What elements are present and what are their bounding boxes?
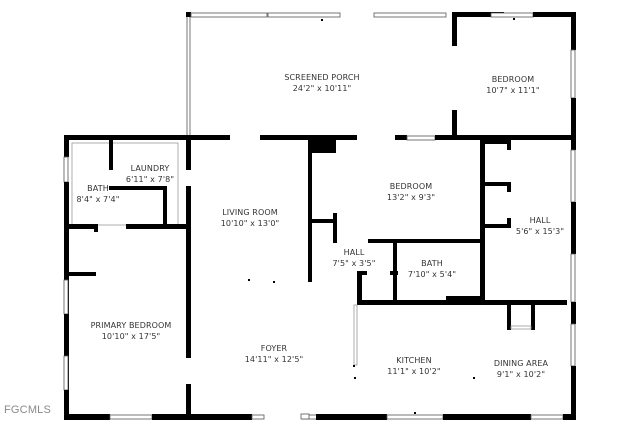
room-name: BEDROOM: [389, 182, 433, 191]
measure-dots: [248, 18, 515, 414]
room-name: SCREENED PORCH: [284, 73, 360, 82]
room-living-room: LIVING ROOM 10'10" x 13'0": [221, 207, 280, 229]
room-bedroom-c: BEDROOM 13'2" x 9'3": [387, 181, 435, 203]
room-dining-area: DINING AREA 9'1" x 10'2": [494, 358, 548, 380]
room-screened-porch: SCREENED PORCH 24'2" x 10'11": [284, 72, 359, 94]
primary-bedroom-walls: [63, 228, 322, 420]
room-hall-c: HALL 7'5" x 3'5": [332, 247, 375, 269]
watermark: FGCMLS: [4, 404, 52, 416]
room-name: KITCHEN: [396, 356, 432, 365]
east-hall-walls: [481, 140, 535, 330]
room-name: HALL: [343, 248, 365, 257]
room-hall-e: HALL 5'6" x 15'3": [516, 215, 564, 237]
room-name: BATH: [421, 259, 443, 268]
room-dimensions: 13'2" x 9'3": [386, 193, 436, 202]
room-dimensions: 7'10" x 5'4": [407, 270, 457, 279]
room-dimensions: 10'7" x 11'1": [486, 86, 540, 95]
south-wall: [300, 413, 576, 420]
center-core-walls: [308, 140, 567, 366]
room-bath-w: BATH 8'4" x 7'4": [76, 183, 119, 205]
room-dimensions: 10'10" x 13'0": [220, 219, 280, 228]
room-foyer: FOYER 14'11" x 12'5": [245, 343, 304, 365]
room-dimensions: 6'11" x 7'8": [125, 175, 175, 184]
room-primary-bedroom: PRIMARY BEDROOM 10'10" x 17'5": [91, 320, 172, 342]
room-name: DINING AREA: [493, 359, 549, 368]
room-dimensions: 8'4" x 7'4": [76, 195, 120, 204]
room-name: LAUNDRY: [130, 164, 170, 173]
room-name: LIVING ROOM: [222, 208, 278, 217]
room-kitchen: KITCHEN 11'1" x 10'2": [387, 355, 440, 377]
bedroom-ne-walls: [452, 12, 576, 420]
room-dimensions: 9'1" x 10'2": [496, 370, 546, 379]
room-dimensions: 7'5" x 3'5": [332, 259, 376, 268]
room-name: HALL: [529, 216, 551, 225]
room-name: BEDROOM: [491, 75, 535, 84]
room-dimensions: 11'1" x 10'2": [387, 367, 441, 376]
room-dimensions: 5'6" x 15'3": [515, 227, 565, 236]
room-bath-c: BATH 7'10" x 5'4": [408, 258, 456, 280]
room-dimensions: 10'10" x 17'5": [101, 332, 161, 341]
room-laundry: LAUNDRY 6'11" x 7'8": [126, 163, 174, 185]
room-name: BATH: [87, 184, 109, 193]
room-name: PRIMARY BEDROOM: [90, 321, 172, 330]
screened-porch-walls: [186, 12, 447, 137]
room-dimensions: 24'2" x 10'11": [292, 84, 352, 93]
room-name: FOYER: [260, 344, 288, 353]
room-dimensions: 14'11" x 12'5": [244, 355, 304, 364]
main-top-wall: [64, 135, 575, 153]
room-bedroom-ne: BEDROOM 10'7" x 11'1": [486, 74, 539, 96]
